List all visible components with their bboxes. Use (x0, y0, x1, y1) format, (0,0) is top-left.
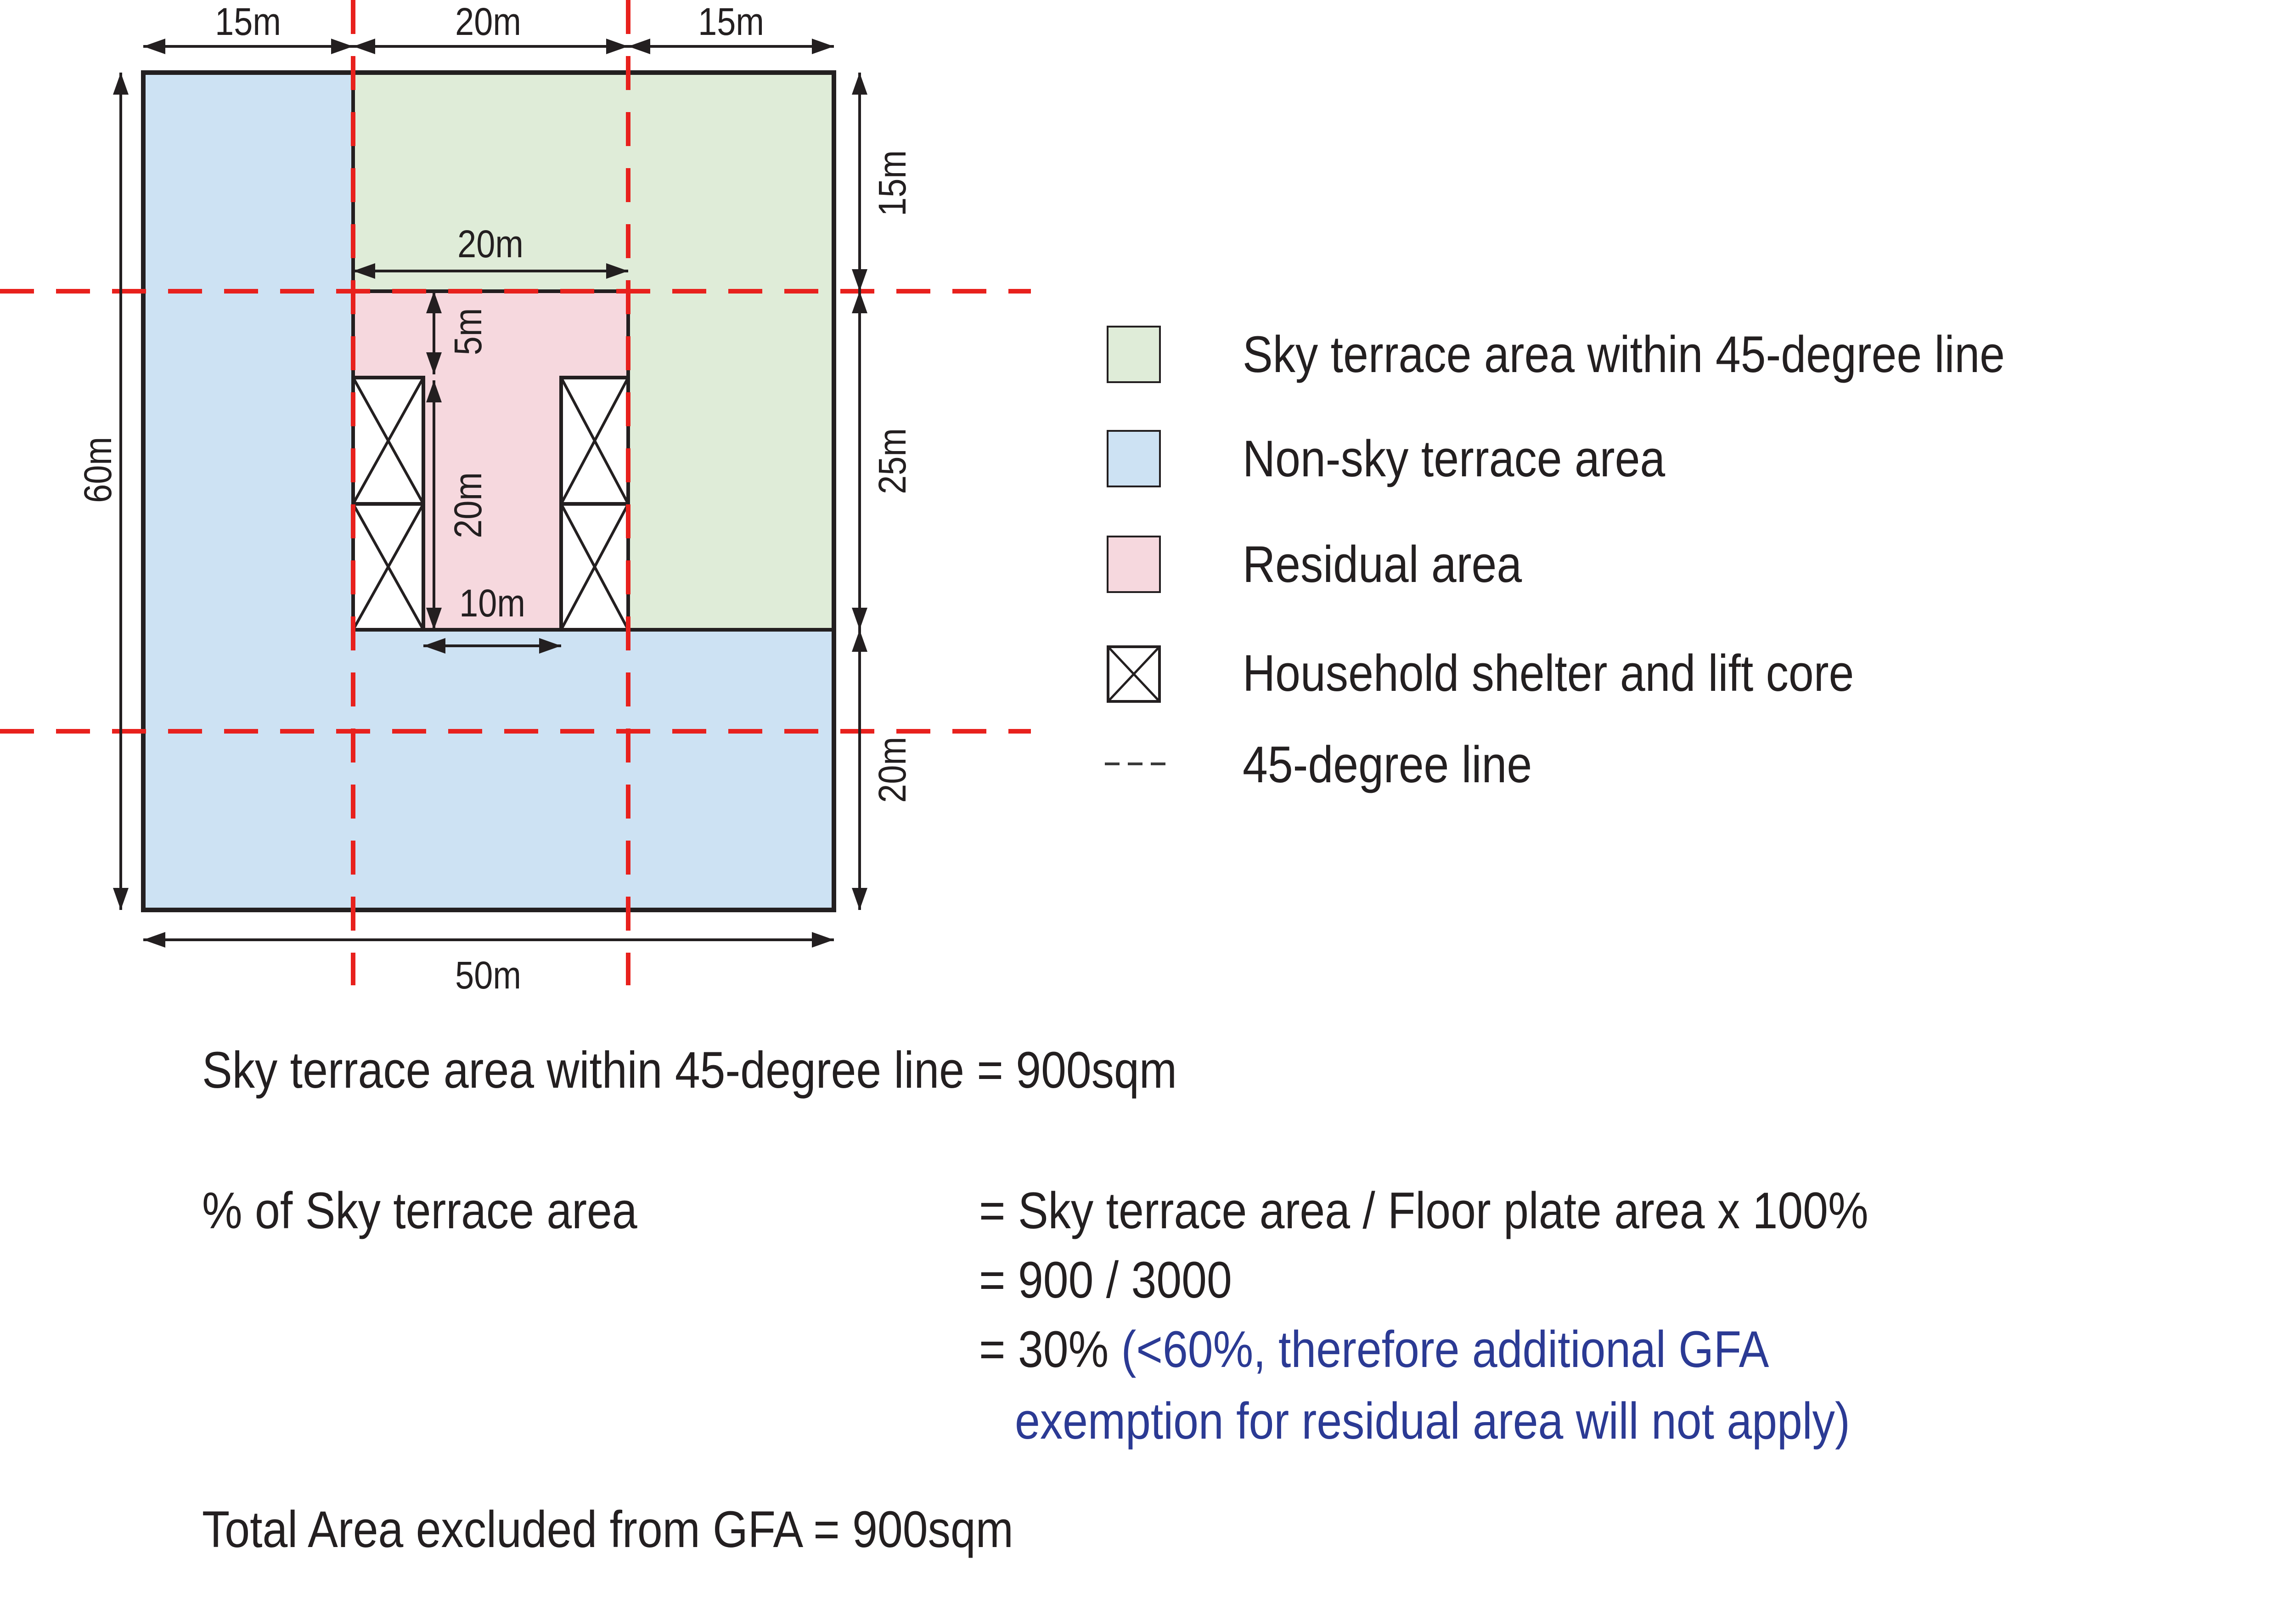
sky-terrace-area-line: Sky terrace area within 45-degree line =… (202, 1041, 1177, 1099)
formula-line-2: = 900 / 3000 (979, 1251, 1232, 1309)
household-core-left (351, 376, 425, 632)
formula-line-1: = Sky terrace area / Floor plate area x … (979, 1182, 1868, 1239)
floor-plan-diagram: 15m 20m 15m 60m 15m 25m 20m 50m 20m 5m 2… (0, 0, 1031, 997)
formula-line-3-result: = 30% (979, 1321, 1121, 1378)
legend-label-residual: Residual area (1243, 536, 1522, 593)
household-core-right (559, 376, 630, 632)
dim-label-bottom-50m: 50m (455, 954, 521, 997)
legend-swatch-residual (1107, 536, 1161, 593)
formula-line-4-note: exemption for residual area will not app… (1015, 1392, 1850, 1450)
dashed-line-icon (1105, 762, 1169, 765)
dim-label-top-15m-right: 15m (698, 0, 764, 43)
dimension-lines (119, 45, 861, 941)
legend-swatch-sky-terrace (1107, 326, 1161, 383)
residual-area-top-region (353, 291, 628, 378)
dim-label-left-60m: 60m (76, 437, 119, 503)
dimension-labels: 15m 20m 15m 60m 15m 25m 20m 50m 20m 5m 2… (76, 0, 914, 997)
non-sky-terrace-left-region (143, 73, 353, 910)
dim-label-right-15m: 15m (871, 150, 914, 216)
residual-area-corridor-region (423, 378, 561, 630)
dim-label-right-25m: 25m (871, 428, 914, 494)
plan-region-fills (143, 73, 834, 910)
plan-outer-border (141, 70, 836, 912)
legend-swatch-dashed-line (1105, 760, 1169, 770)
dim-label-top-15m-left: 15m (215, 0, 281, 43)
dim-label-inner-10m: 10m (459, 582, 525, 625)
formula-line-3-note: (<60%, therefore additional GFA (1121, 1321, 1769, 1378)
dim-label-right-20m: 20m (871, 737, 914, 803)
dim-label-inner-20m: 20m (457, 222, 523, 265)
legend-swatch-non-sky (1107, 430, 1161, 487)
legend-label-non-sky: Non-sky terrace area (1243, 430, 1666, 487)
formula-line-3: = 30% (<60%, therefore additional GFA (979, 1324, 1769, 1375)
sky-terrace-top-region (353, 73, 628, 291)
dimension-arrowheads (113, 39, 867, 948)
dim-label-top-20m: 20m (455, 0, 521, 43)
legend-label-45-degree: 45-degree line (1243, 736, 1532, 793)
sky-terrace-right-region (628, 73, 834, 630)
household-core-x-icon (1107, 645, 1161, 703)
pct-sky-terrace-label: % of Sky terrace area (202, 1182, 637, 1239)
total-area-line: Total Area excluded from GFA = 900sqm (202, 1501, 1013, 1558)
non-sky-terrace-bottom-region (353, 630, 834, 910)
dim-label-core-20m: 20m (446, 472, 490, 538)
legend-swatch-household-core (1107, 645, 1161, 703)
legend-label-sky-terrace: Sky terrace area within 45-degree line (1243, 326, 2005, 383)
legend-label-household-core: Household shelter and lift core (1243, 644, 1854, 702)
dim-label-inner-5m: 5m (446, 308, 490, 356)
